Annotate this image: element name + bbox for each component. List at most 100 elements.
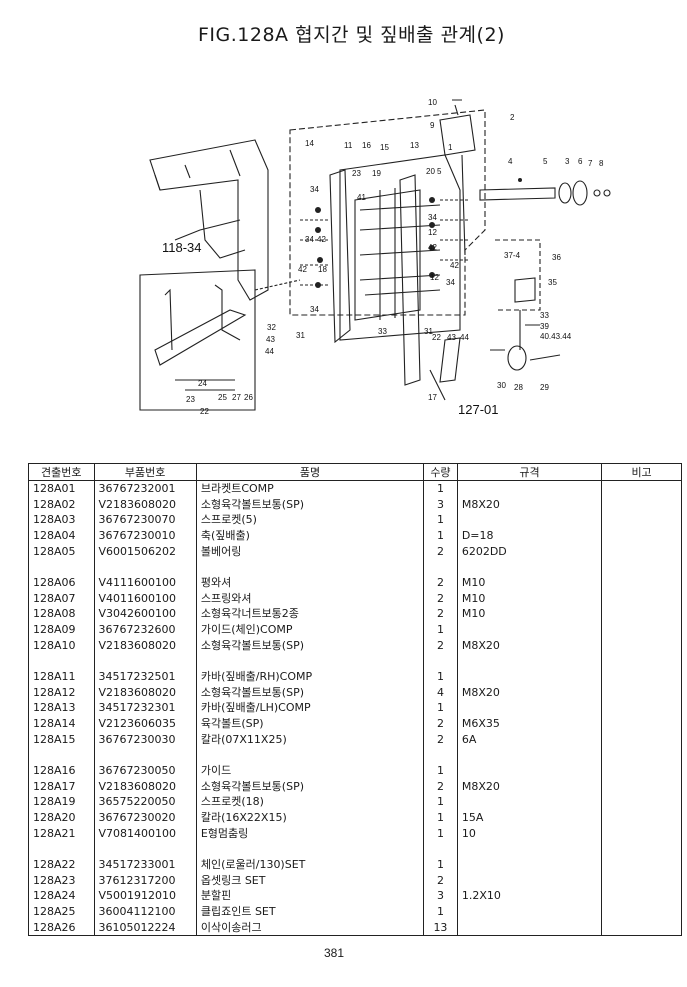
remarks-cell <box>601 856 682 873</box>
remarks-cell <box>601 919 682 936</box>
part-number-cell: V4011600100 <box>93 590 197 607</box>
part-name-cell <box>195 652 425 669</box>
callout-118-34: 118-34 <box>162 240 202 255</box>
table-spacer-row <box>28 840 682 857</box>
callout-34e: 34 <box>310 305 319 314</box>
spec-cell <box>456 840 603 857</box>
spec-cell: 6A <box>456 731 603 747</box>
part-name-cell <box>195 558 425 575</box>
part-number-cell: V2183608020 <box>93 684 197 701</box>
part-number-cell: 34517232301 <box>93 700 197 716</box>
part-name-cell: 평와셔 <box>195 574 425 591</box>
qty-cell: 2 <box>423 715 458 732</box>
callout-28: 28 <box>514 383 523 392</box>
callout-16: 16 <box>362 141 371 150</box>
callout-34c: 34 <box>305 235 314 244</box>
qty-cell: 2 <box>423 872 458 889</box>
remarks-cell <box>601 668 682 685</box>
ref-cell: 128A19 <box>28 794 95 810</box>
spec-cell <box>456 700 603 716</box>
callout-42d: 42 <box>450 261 459 270</box>
ref-cell: 128A04 <box>28 527 95 544</box>
qty-cell <box>423 558 458 575</box>
part-name-cell: 브라켓트COMP <box>195 480 425 497</box>
qty-cell <box>423 840 458 857</box>
spec-cell: M6X35 <box>456 715 603 732</box>
spec-cell <box>456 512 603 528</box>
part-number-cell: V2183608020 <box>93 496 197 513</box>
part-name-cell: 체인(로울러/130)SET <box>195 856 425 873</box>
callout-3: 3 <box>565 157 570 166</box>
callout-11: 11 <box>344 141 353 150</box>
qty-cell: 3 <box>423 888 458 904</box>
callout-5b: 5 <box>437 167 442 176</box>
callout-17: 17 <box>428 393 437 402</box>
remarks-cell <box>601 715 682 732</box>
qty-cell: 2 <box>423 778 458 795</box>
part-number-cell: V3042600100 <box>93 606 197 622</box>
ref-cell: 128A12 <box>28 684 95 701</box>
callout-13: 13 <box>410 141 419 150</box>
part-number-cell: V7081400100 <box>93 825 197 841</box>
part-name-cell: 스프로켓(18) <box>195 794 425 810</box>
header-qty: 수량 <box>423 463 458 481</box>
ref-cell: 128A09 <box>28 621 95 638</box>
spec-cell: M8X20 <box>456 496 603 513</box>
part-name-cell: 칼라(16X22X15) <box>195 809 425 826</box>
ref-cell <box>28 746 95 763</box>
remarks-cell <box>601 543 682 559</box>
ref-cell: 128A05 <box>28 543 95 559</box>
part-name-cell: 옵셋링크 SET <box>195 872 425 889</box>
part-number-cell: 34517233001 <box>93 856 197 873</box>
part-name-cell <box>195 840 425 857</box>
callout-42b: 42 <box>317 235 326 244</box>
remarks-cell <box>601 637 682 653</box>
exploded-parts-diagram: 10 9 2 14 11 16 15 13 1 4 5 3 6 7 8 20 5… <box>0 80 687 460</box>
callout-42: 42 <box>428 243 437 252</box>
spec-cell <box>456 652 603 669</box>
qty-cell: 1 <box>423 527 458 544</box>
callout-127-01: 127-01 <box>458 402 498 417</box>
qty-cell: 1 <box>423 856 458 873</box>
qty-cell: 1 <box>423 668 458 685</box>
ref-cell: 128A03 <box>28 512 95 528</box>
qty-cell: 2 <box>423 543 458 559</box>
part-name-cell: 소형육각볼트보통(SP) <box>195 496 425 513</box>
part-number-cell: 36767230010 <box>93 527 197 544</box>
remarks-cell <box>601 888 682 904</box>
ref-cell: 128A08 <box>28 606 95 622</box>
remarks-cell <box>601 606 682 622</box>
spec-cell: M8X20 <box>456 637 603 653</box>
callout-10: 10 <box>428 98 437 107</box>
part-number-cell: 36767232001 <box>93 480 197 497</box>
qty-cell: 4 <box>423 684 458 701</box>
callout-29: 29 <box>540 383 549 392</box>
qty-cell: 1 <box>423 903 458 920</box>
callout-31: 31 <box>296 331 305 340</box>
ref-cell: 128A24 <box>28 888 95 904</box>
spec-cell: M8X20 <box>456 684 603 701</box>
part-number-cell: 34517232501 <box>93 668 197 685</box>
remarks-cell <box>601 621 682 638</box>
ref-cell: 128A13 <box>28 700 95 716</box>
callout-30: 30 <box>497 381 506 390</box>
part-number-cell: V4111600100 <box>93 574 197 591</box>
qty-cell: 1 <box>423 762 458 779</box>
remarks-cell <box>601 700 682 716</box>
spec-cell <box>456 668 603 685</box>
remarks-cell <box>601 762 682 779</box>
callout-26: 26 <box>244 393 253 402</box>
callout-31b: 31 <box>424 327 433 336</box>
callout-43b: 43 <box>447 333 456 342</box>
table-spacer-row <box>28 652 682 669</box>
callout-1: 1 <box>448 143 453 152</box>
qty-cell: 1 <box>423 794 458 810</box>
